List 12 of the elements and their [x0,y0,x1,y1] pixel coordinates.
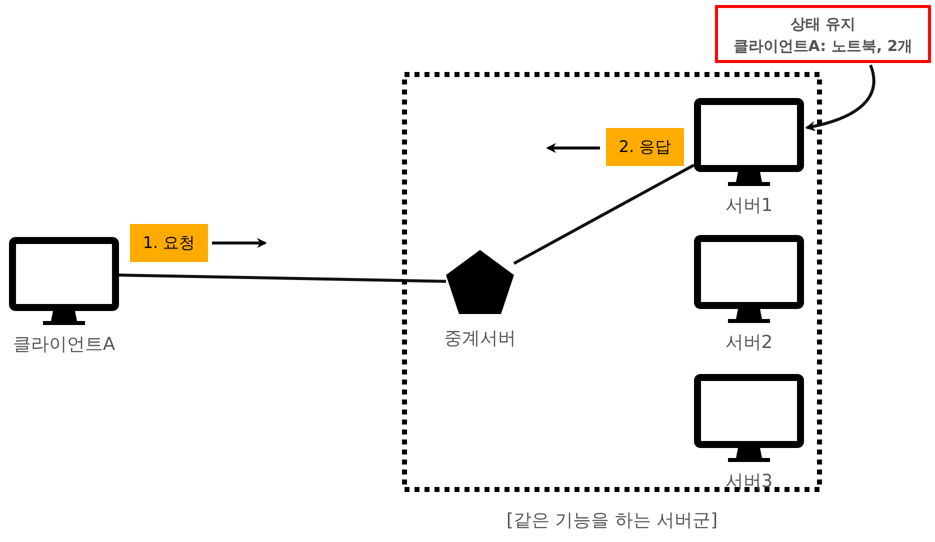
group-label: [같은 기능을 하는 서버군] [505,509,719,532]
monitor-label: 서버3 [724,470,774,493]
arrow [805,64,876,131]
connector-line [118,274,446,283]
note-box: 상태 유지 클라이언트A: 노트북, 2개 [715,5,931,63]
node-label: 중계서버 [443,327,517,350]
step-tag: 2. 응답 [606,128,684,166]
step-tag: 1. 요청 [130,224,208,262]
monitor-label: 클라이언트A [12,333,116,356]
connector-line [513,164,695,265]
monitor-label: 서버1 [724,194,774,217]
monitor-label: 서버2 [724,331,774,354]
